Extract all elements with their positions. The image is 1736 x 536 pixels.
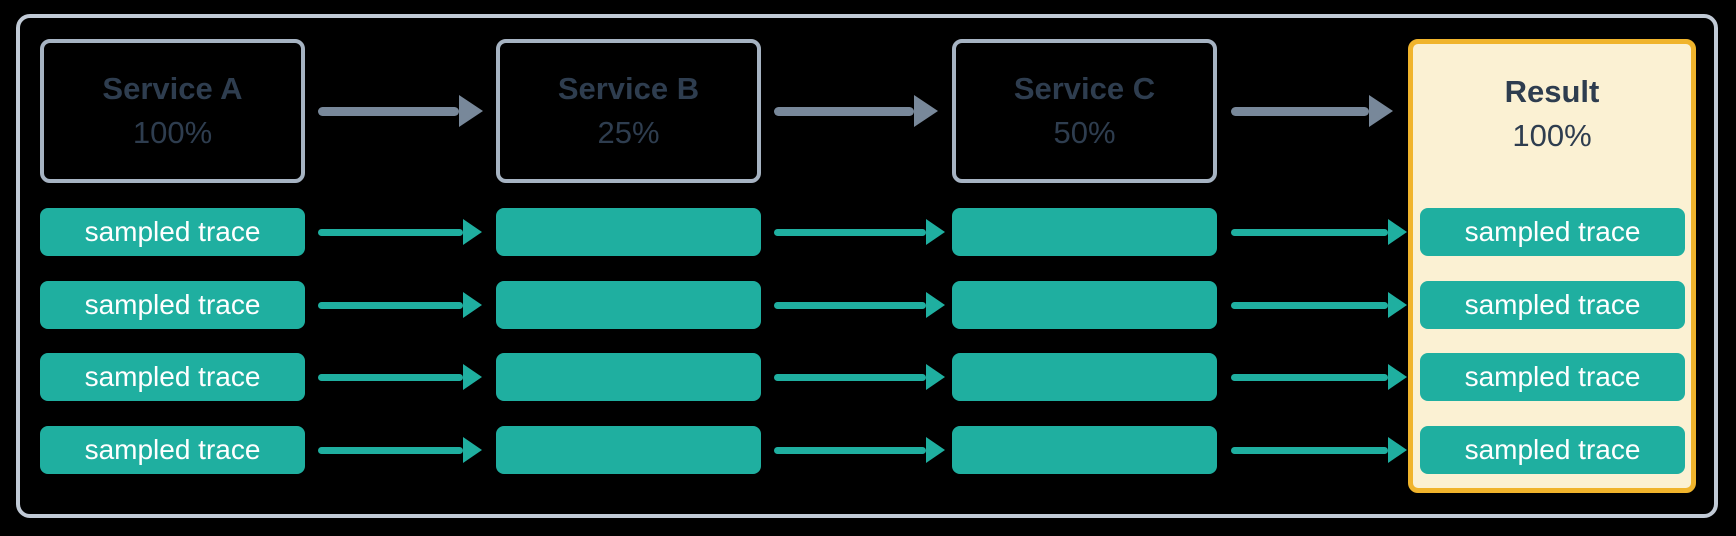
trace-arrow-icon — [318, 219, 482, 245]
trace-arrow-icon — [1231, 219, 1407, 245]
trace-arrow-icon — [318, 364, 482, 390]
service-b-title: Service B — [557, 70, 700, 106]
trace-arrow-icon — [774, 219, 945, 245]
trace-arrow-icon — [1231, 364, 1407, 390]
trace-label: sampled trace — [84, 361, 261, 392]
trace-label: sampled trace — [1464, 289, 1641, 320]
trace-label: sampled trace — [84, 216, 261, 247]
trace-arrow-icon — [774, 292, 945, 318]
service-b-rate: 25% — [597, 115, 660, 150]
trace-label: sampled trace — [84, 289, 261, 320]
trace-label: sampled trace — [84, 434, 261, 465]
trace-box — [496, 353, 761, 401]
result-title: Result — [1504, 73, 1600, 109]
service-a-rate: 100% — [132, 115, 213, 150]
trace-box: sampled trace — [1420, 426, 1685, 474]
trace-arrow-icon — [774, 364, 945, 390]
trace-arrow-icon — [318, 437, 482, 463]
service-c-rate: 50% — [1053, 115, 1116, 150]
trace-box: sampled trace — [1420, 208, 1685, 256]
trace-box — [496, 426, 761, 474]
trace-box: sampled trace — [1420, 353, 1685, 401]
flow-arrow-icon — [774, 95, 938, 127]
service-a-title: Service A — [102, 70, 243, 106]
trace-box: sampled trace — [40, 353, 305, 401]
result-text: Result 100% — [1413, 44, 1691, 184]
trace-box: sampled trace — [1420, 281, 1685, 329]
flow-arrow-icon — [1231, 95, 1393, 127]
service-b-box: Service B 25% — [496, 39, 761, 183]
trace-box — [952, 281, 1217, 329]
service-c-box: Service C 50% — [952, 39, 1217, 183]
diagram-frame — [16, 14, 1718, 518]
trace-arrow-icon — [774, 437, 945, 463]
result-rate: 100% — [1512, 118, 1592, 153]
flow-arrow-icon — [318, 95, 483, 127]
service-a-box: Service A 100% — [40, 39, 305, 183]
trace-arrow-icon — [1231, 292, 1407, 318]
trace-box — [952, 426, 1217, 474]
trace-arrow-icon — [1231, 437, 1407, 463]
trace-label: sampled trace — [1464, 361, 1641, 392]
trace-label: sampled trace — [1464, 216, 1641, 247]
trace-box — [952, 208, 1217, 256]
trace-arrow-icon — [318, 292, 482, 318]
trace-box — [496, 281, 761, 329]
trace-box: sampled trace — [40, 208, 305, 256]
trace-box: sampled trace — [40, 281, 305, 329]
trace-box: sampled trace — [40, 426, 305, 474]
trace-box — [496, 208, 761, 256]
result-box: Result 100% sampled trace sampled trace … — [1408, 39, 1696, 493]
service-c-title: Service C — [1013, 70, 1156, 106]
trace-label: sampled trace — [1464, 434, 1641, 465]
trace-box — [952, 353, 1217, 401]
